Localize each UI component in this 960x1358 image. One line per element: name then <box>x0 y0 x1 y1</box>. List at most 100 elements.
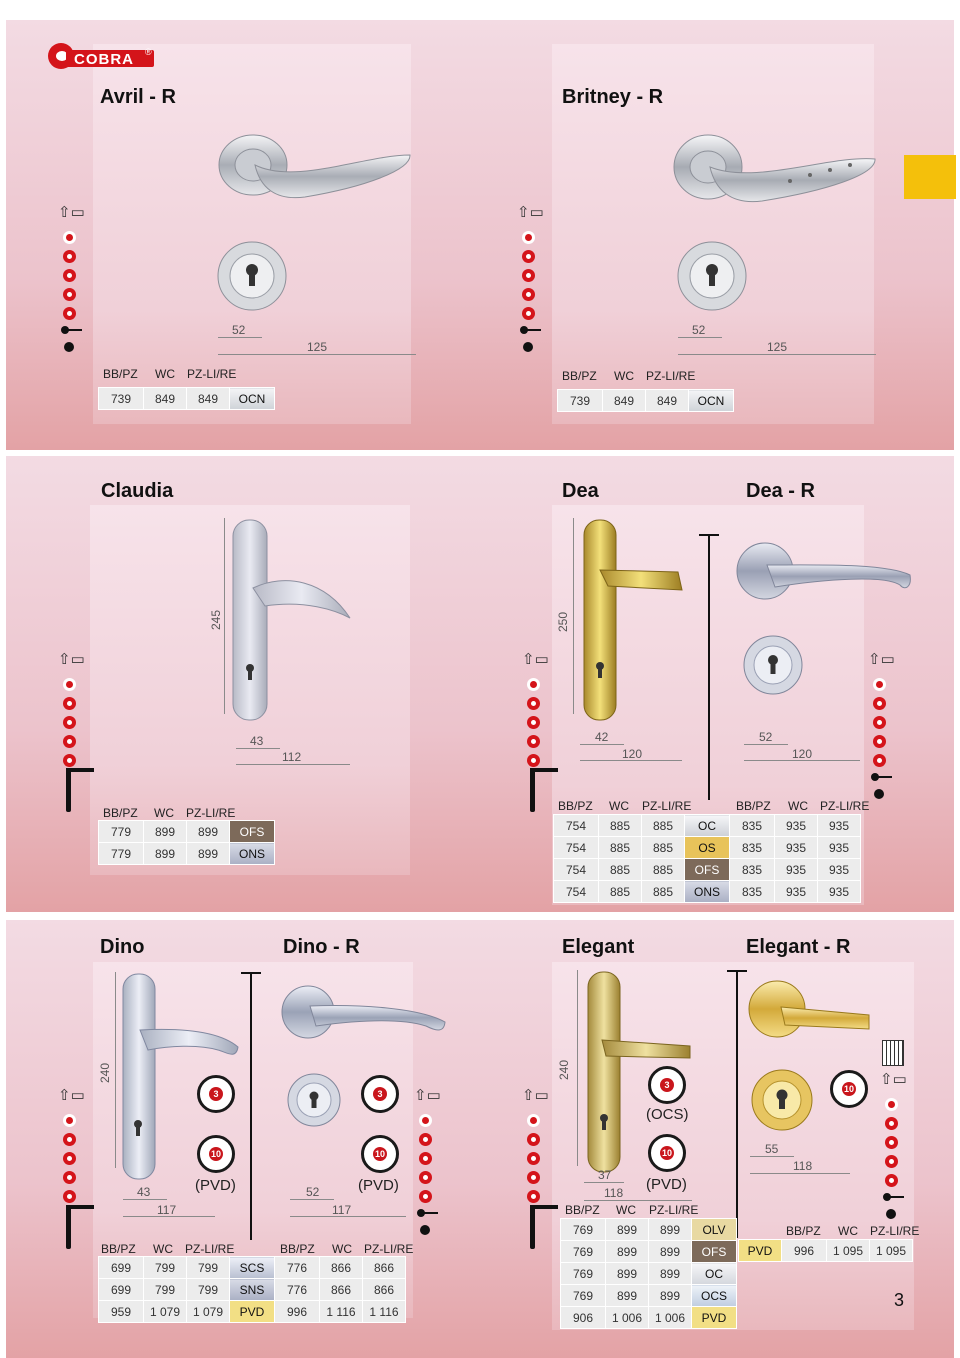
cobra-c-icon <box>522 250 535 263</box>
price-cell: 799 <box>143 1256 187 1279</box>
price-cell: 739 <box>557 389 603 412</box>
dino-price-table: 699 799 799 SCS 776 866 866 699 799 799 … <box>98 1256 406 1323</box>
elegant-dim-height-line <box>577 970 578 1166</box>
price-cell: 849 <box>186 387 230 410</box>
price-cell: 754 <box>553 880 599 903</box>
table-row: 959 1 079 1 079 PVD 996 1 116 1 116 <box>98 1300 406 1323</box>
door-handle-icon: ⇧▭ <box>868 651 895 668</box>
price-cell: 935 <box>774 880 818 903</box>
door-handle-icon: ⇧▭ <box>58 204 85 221</box>
elegant-dim-width: 37 <box>598 1168 612 1182</box>
price-cell: 906 <box>560 1306 606 1329</box>
dino-r-handle-image <box>281 985 446 1039</box>
price-cell: 799 <box>143 1278 187 1301</box>
key-icon <box>871 773 893 781</box>
elegant-r-title: Elegant - R <box>746 936 851 958</box>
cobra-c-icon <box>63 307 76 320</box>
finish-swatch: SCS <box>229 1256 275 1279</box>
table-row: 769 899 899 OC <box>560 1262 737 1285</box>
finish-swatch: ONS <box>229 842 275 865</box>
door-handle-icon: ⇧▭ <box>517 204 544 221</box>
key-icon <box>61 326 83 334</box>
price-cell: 849 <box>143 387 187 410</box>
price-cell: 885 <box>598 836 642 859</box>
cobra-c-icon <box>63 231 76 244</box>
elegant-key-lever <box>530 1205 558 1209</box>
dea-header-bbpz: BB/PZ <box>558 799 593 813</box>
price-cell: 885 <box>598 858 642 881</box>
cobra-c-icon <box>63 288 76 301</box>
dea-separator <box>708 534 710 800</box>
table-row: 769 899 899 OCS <box>560 1284 737 1307</box>
table-row: 739 849 849 OCN <box>557 389 734 412</box>
key-icon <box>883 1193 905 1201</box>
finish-swatch: OLV <box>691 1218 737 1241</box>
elegant-dim-spacing-line <box>584 1200 692 1201</box>
cobra-c-icon <box>885 1136 898 1149</box>
price-cell: 835 <box>729 836 775 859</box>
info-icon <box>874 789 884 799</box>
claudia-price-table: 779 899 899 OFS 779 899 899 ONS <box>98 820 275 865</box>
price-cell: 699 <box>98 1278 144 1301</box>
elegant-r-price-table: PVD 996 1 095 1 095 <box>738 1239 913 1262</box>
elegant-key-bar <box>530 1205 535 1249</box>
price-cell: 885 <box>641 880 685 903</box>
dea-title: Dea <box>562 480 599 502</box>
claudia-dim-width: 43 <box>250 734 264 748</box>
claudia-icon-column: ⇧▭ <box>58 652 85 773</box>
cobra-c-icon <box>527 1152 540 1165</box>
price-cell: 835 <box>729 858 775 881</box>
finish-swatch: OC <box>684 814 730 837</box>
dino-dim-width-line <box>123 1199 167 1200</box>
price-cell: 1 095 <box>826 1239 870 1262</box>
avril-header-pzlire: PZ-LI/RE <box>187 367 237 381</box>
price-cell: 1 079 <box>143 1300 187 1323</box>
claudia-dim-height: 245 <box>209 609 223 630</box>
avril-dim-rose: 52 <box>232 323 246 337</box>
cobra-c-icon <box>527 1171 540 1184</box>
cobra-c-icon <box>63 697 76 710</box>
elegant-separator <box>736 970 738 1238</box>
britney-dim-rose-line <box>678 337 722 338</box>
finish-swatch: PVD <box>229 1300 275 1323</box>
price-cell: 935 <box>817 814 861 837</box>
dino-key-bar <box>66 1205 71 1249</box>
cobra-c-icon <box>527 754 540 767</box>
elegant-r-dim-spacing: 118 <box>793 1159 813 1173</box>
elegant-header-wc: WC <box>616 1203 636 1217</box>
cobra-c-icon <box>63 754 76 767</box>
dea-key-lever <box>530 768 558 772</box>
dino-r-guarantee-3-badge-icon: 3 <box>361 1075 399 1113</box>
price-cell: 899 <box>605 1284 649 1307</box>
dea-dim-width: 42 <box>595 730 609 744</box>
cobra-c-icon <box>419 1114 432 1127</box>
page-number: 3 <box>894 1290 905 1310</box>
cobra-c-icon <box>873 697 886 710</box>
cobra-c-icon <box>885 1098 898 1111</box>
cobra-c-icon <box>63 1133 76 1146</box>
door-handle-icon: ⇧▭ <box>880 1071 907 1088</box>
avril-panel <box>93 44 411 424</box>
avril-title: Avril - R <box>100 86 176 108</box>
dino-r-header-bbpz: BB/PZ <box>280 1242 315 1256</box>
britney-panel <box>552 44 874 424</box>
avril-dim-spacing-line <box>218 354 416 355</box>
dino-r-dim-rose-line <box>290 1199 334 1200</box>
price-cell: 769 <box>560 1262 606 1285</box>
logo-registered: ® <box>145 47 152 57</box>
dino-header-pzlire: PZ-LI/RE <box>185 1242 235 1256</box>
price-cell: 1 006 <box>648 1306 692 1329</box>
dino-handle-image <box>122 973 239 1180</box>
dino-header-wc: WC <box>153 1242 173 1256</box>
price-cell: 935 <box>774 858 818 881</box>
price-cell: 959 <box>98 1300 144 1323</box>
avril-header-bbpz: BB/PZ <box>103 367 138 381</box>
dea-separator-cap <box>699 534 719 536</box>
price-cell: 849 <box>645 389 689 412</box>
door-handle-icon: ⇧▭ <box>58 1087 85 1104</box>
dino-dim-spacing: 117 <box>157 1203 177 1217</box>
table-row: 754 885 885 OC 835 935 935 <box>553 814 861 837</box>
britney-dim-rose: 52 <box>692 323 706 337</box>
avril-dim-spacing: 125 <box>307 340 328 354</box>
finish-swatch: OCN <box>229 387 275 410</box>
